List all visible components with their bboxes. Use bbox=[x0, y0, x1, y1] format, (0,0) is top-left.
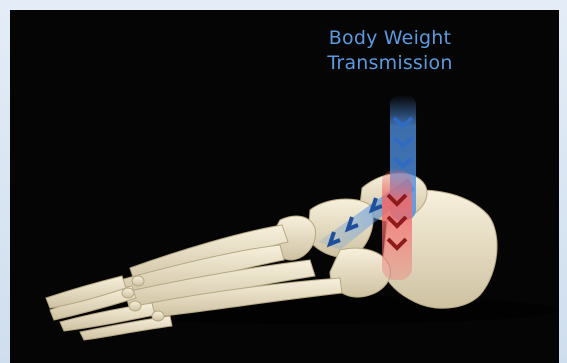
caption: Body Weight Transmission bbox=[300, 26, 480, 76]
red-weight-arrow bbox=[382, 170, 412, 280]
caption-line-2: Transmission bbox=[300, 51, 480, 76]
caption-line-1: Body Weight bbox=[300, 26, 480, 51]
